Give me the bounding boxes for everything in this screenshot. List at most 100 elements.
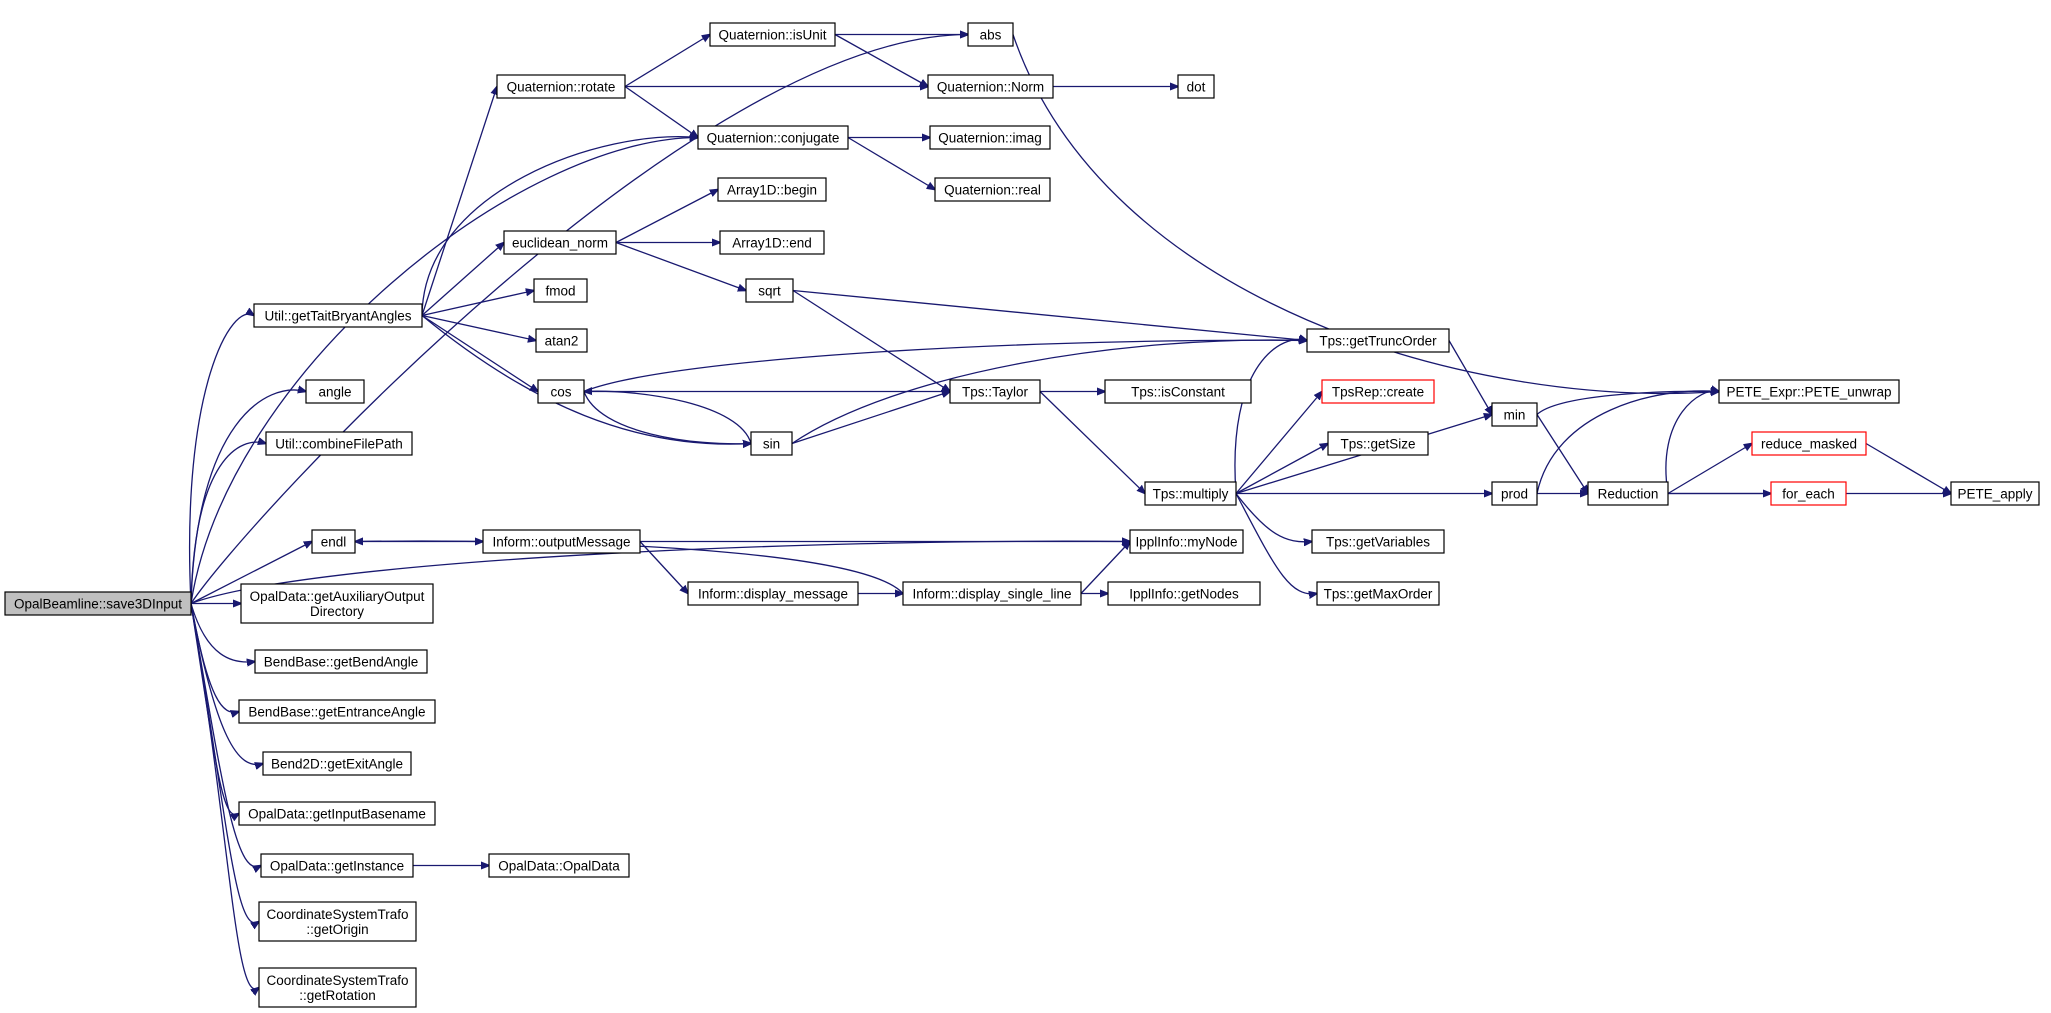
edge-tps_multiply-to-tps_getsize — [1235, 444, 1328, 495]
edge-root-to-bend_angle — [190, 603, 255, 663]
node-label: Tps::getVariables — [1326, 535, 1430, 550]
node-box — [1751, 431, 1867, 456]
node-root[interactable]: OpalBeamline::save3DInput — [4, 591, 192, 616]
edge-cos-to-tps_trunc — [583, 340, 1307, 393]
node-label: ::getOrigin — [306, 922, 368, 937]
node-min[interactable]: min — [1491, 402, 1538, 427]
node-tps_getsize[interactable]: Tps::getSize — [1327, 431, 1429, 456]
node-layer: OpalBeamline::save3DInput Util::getTaitBr… — [4, 22, 2040, 1008]
node-q_real[interactable]: Quaternion::real — [934, 177, 1051, 202]
node-tps_isconst[interactable]: Tps::isConstant — [1104, 379, 1252, 404]
node-box — [1718, 379, 1900, 404]
node-dot[interactable]: dot — [1177, 74, 1215, 99]
edge-q_rotate-to-q_conj — [624, 85, 698, 138]
edge-reduction-to-reduce_masked — [1667, 444, 1752, 495]
node-prod[interactable]: prod — [1491, 481, 1538, 506]
node-box — [1316, 581, 1440, 606]
edge-tps_multiply-to-tps_getvars — [1235, 493, 1312, 542]
node-get_inst[interactable]: OpalData::getInstance — [260, 853, 414, 878]
node-tps_maxorder[interactable]: Tps::getMaxOrder — [1316, 581, 1440, 606]
node-box — [1104, 379, 1252, 404]
node-eucl[interactable]: euclidean_norm — [503, 230, 617, 255]
node-label: OpalData::OpalData — [498, 859, 620, 874]
node-box — [503, 230, 617, 255]
node-abs[interactable]: abs — [967, 22, 1014, 47]
node-tps_trunc[interactable]: Tps::getTruncOrder — [1306, 328, 1450, 353]
node-tps_getvars[interactable]: Tps::getVariables — [1311, 529, 1445, 554]
node-label: ::getRotation — [299, 988, 376, 1003]
node-bend_angle[interactable]: BendBase::getBendAngle — [254, 649, 428, 674]
node-input_base[interactable]: OpalData::getInputBasename — [238, 801, 436, 826]
node-label: angle — [318, 385, 351, 400]
node-a_end[interactable]: Array1D::end — [719, 230, 825, 255]
node-ippl_getnodes[interactable]: IpplInfo::getNodes — [1107, 581, 1261, 606]
node-label: Array1D::begin — [727, 183, 817, 198]
node-util_tait[interactable]: Util::getTaitBryantAngles — [253, 303, 423, 328]
node-box — [535, 328, 588, 353]
node-box — [709, 22, 836, 47]
node-get_origin[interactable]: CoordinateSystemTrafo::getOrigin — [258, 901, 417, 942]
node-q_rotate[interactable]: Quaternion::rotate — [496, 74, 626, 99]
edge-root-to-angle — [190, 390, 306, 604]
node-opaldata[interactable]: OpalData::OpalData — [488, 853, 630, 878]
node-angle[interactable]: angle — [305, 379, 365, 404]
edge-tps_multiply-to-tps_maxorder — [1235, 493, 1317, 594]
node-label: euclidean_norm — [512, 236, 608, 251]
node-tps_taylor[interactable]: Tps::Taylor — [949, 379, 1041, 404]
edge-inform_single-to-ippl_mynode — [1080, 542, 1130, 594]
node-pete_unwrap[interactable]: PETE_Expr::PETE_unwrap — [1718, 379, 1900, 404]
edge-min-to-reduction — [1536, 414, 1588, 494]
node-q_isunit[interactable]: Quaternion::isUnit — [709, 22, 836, 47]
edge-root-to-endl — [190, 542, 312, 605]
node-label: OpalData::getAuxiliaryOutput — [250, 589, 425, 604]
node-label: Quaternion::conjugate — [707, 131, 840, 146]
node-label: Inform::display_message — [698, 587, 848, 602]
node-q_conj[interactable]: Quaternion::conjugate — [697, 125, 849, 150]
node-get_rot[interactable]: CoordinateSystemTrafo::getRotation — [258, 967, 417, 1008]
edge-sqrt-to-tps_taylor — [792, 289, 950, 392]
edge-root-to-util_tait — [188, 314, 254, 604]
node-box — [717, 177, 827, 202]
node-label: TpsRep::create — [1332, 385, 1424, 400]
node-reduction[interactable]: Reduction — [1587, 481, 1669, 506]
node-q_norm[interactable]: Quaternion::Norm — [927, 74, 1054, 99]
node-label: min — [1504, 408, 1526, 423]
node-label: CoordinateSystemTrafo — [266, 907, 408, 922]
node-sqrt[interactable]: sqrt — [745, 278, 794, 303]
node-cos[interactable]: cos — [537, 379, 585, 404]
node-label: reduce_masked — [1761, 437, 1857, 452]
node-reduce_masked[interactable]: reduce_masked — [1751, 431, 1867, 456]
node-label: Tps::getSize — [1340, 437, 1415, 452]
node-box — [902, 581, 1082, 606]
node-inform_single[interactable]: Inform::display_single_line — [902, 581, 1082, 606]
node-for_each[interactable]: for_each — [1770, 481, 1847, 506]
node-box — [537, 379, 585, 404]
node-box — [1107, 581, 1261, 606]
node-atan2[interactable]: atan2 — [535, 328, 588, 353]
node-endl[interactable]: endl — [311, 529, 356, 554]
edge-reduction-to-pete_unwrap — [1665, 391, 1719, 494]
node-label: Tps::Taylor — [962, 385, 1029, 400]
node-box — [1770, 481, 1847, 506]
node-a_begin[interactable]: Array1D::begin — [717, 177, 827, 202]
node-entr_angle[interactable]: BendBase::getEntranceAngle — [238, 699, 436, 724]
node-fmod[interactable]: fmod — [533, 278, 588, 303]
node-combine[interactable]: Util::combineFilePath — [265, 431, 413, 456]
edge-eucl-to-sqrt — [615, 241, 746, 291]
node-tpsrep_create[interactable]: TpsRep::create — [1321, 379, 1435, 404]
node-box — [238, 801, 436, 826]
node-box — [253, 303, 423, 328]
node-pete_apply[interactable]: PETE_apply — [1950, 481, 2040, 506]
node-inform_out[interactable]: Inform::outputMessage — [482, 529, 641, 554]
node-exit_angle[interactable]: Bend2D::getExitAngle — [262, 751, 412, 776]
node-inform_disp[interactable]: Inform::display_message — [687, 581, 859, 606]
node-tps_multiply[interactable]: Tps::multiply — [1144, 481, 1237, 506]
node-sin[interactable]: sin — [750, 431, 793, 456]
node-q_imag[interactable]: Quaternion::imag — [929, 125, 1051, 150]
node-box — [1306, 328, 1450, 353]
node-box — [1587, 481, 1669, 506]
node-ippl_mynode[interactable]: IpplInfo::myNode — [1129, 529, 1244, 554]
node-label: Quaternion::real — [944, 183, 1041, 198]
